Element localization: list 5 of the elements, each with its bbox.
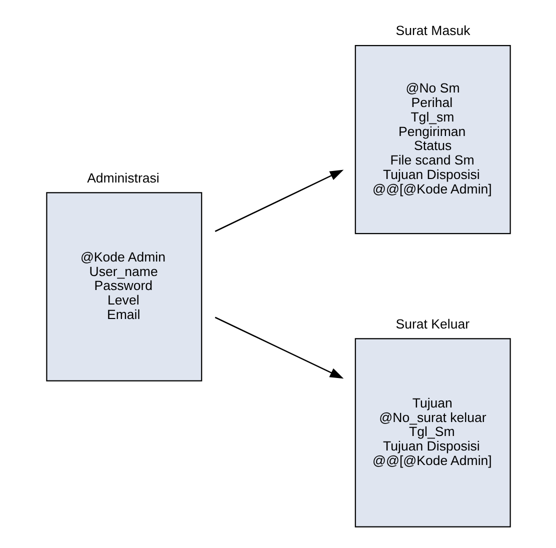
- arrow: [214, 316, 344, 379]
- node-label: Surat Masuk: [395, 23, 470, 38]
- arrow: [214, 170, 344, 232]
- node-label: Surat Keluar: [395, 316, 470, 332]
- node-label: Administrasi: [86, 170, 159, 186]
